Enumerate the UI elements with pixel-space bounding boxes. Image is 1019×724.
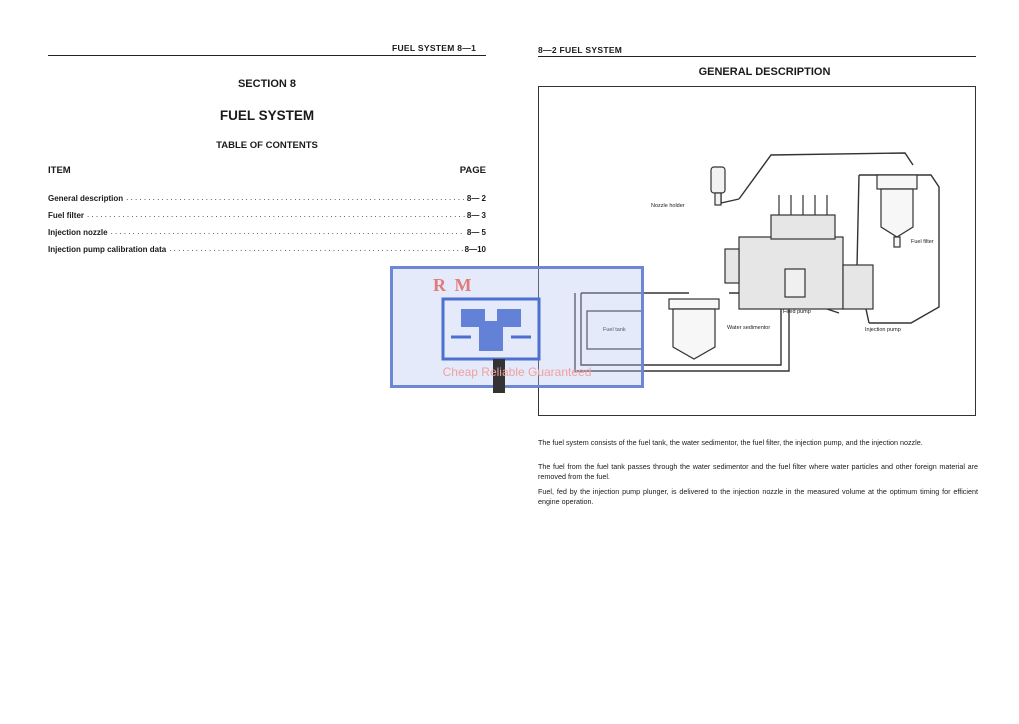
filter-loop-line	[859, 174, 940, 324]
description-paragraph-1: The fuel system consists of the fuel tan…	[538, 438, 923, 447]
toc-row-label: General description	[48, 194, 124, 203]
toc-row-label: Fuel filter	[48, 211, 85, 220]
wrench-logo-icon	[441, 297, 541, 361]
label-fuel-filter: Fuel filter	[911, 239, 934, 245]
label-fuel-tank: Fuel tank	[603, 327, 626, 333]
toc-row-page: 8—10	[464, 245, 486, 254]
fuel-system-diagram: Nozzle holder Fuel filter Feed pump Fuel…	[538, 86, 976, 416]
toc-row-page: 8— 3	[466, 211, 486, 220]
fuel-filter-part	[876, 174, 918, 248]
watermark-tagline: Cheap Reliable Guaranteed	[442, 365, 592, 379]
toc-row-injection-pump-calibration[interactable]: Injection pump calibration data ........…	[48, 242, 486, 254]
return-line-top	[738, 152, 914, 200]
toc-row-general-description[interactable]: General description ....................…	[48, 191, 486, 203]
feed-loop-outer	[580, 293, 782, 366]
toc-col-page: PAGE	[459, 165, 486, 176]
toc-row-label: Injection pump calibration data	[48, 245, 167, 254]
fuel-system-schematic	[574, 152, 940, 372]
label-feed-pump: Feed pump	[783, 309, 811, 315]
right-header-rule	[538, 56, 976, 57]
nozzle-holder-part	[710, 166, 726, 206]
toc-row-injection-nozzle[interactable]: Injection nozzle .......................…	[48, 225, 486, 237]
watermark-dark-bar	[493, 359, 505, 393]
toc-leader-dots: ........................................…	[110, 227, 465, 236]
toc-header: ITEM PAGE	[48, 165, 486, 176]
description-paragraph-3: Fuel, fed by the injection pump plunger,…	[538, 487, 978, 506]
label-injection-pump: Injection pump	[865, 327, 901, 333]
water-sedimentor-part	[668, 298, 720, 360]
left-running-header: FUEL SYSTEM 8—1	[392, 43, 477, 53]
toc-row-fuel-filter[interactable]: Fuel filter ............................…	[48, 208, 486, 220]
right-running-header: 8—2 FUEL SYSTEM	[538, 45, 623, 55]
toc-row-page: 8— 2	[466, 194, 486, 203]
toc-row-page: 8— 5	[466, 228, 486, 237]
right-page: 8—2 FUEL SYSTEM GENERAL DESCRIPTION	[510, 0, 1019, 724]
feed-pump-part	[784, 268, 806, 298]
left-header-rule	[48, 55, 486, 56]
toc-col-item: ITEM	[48, 165, 71, 176]
toc-leader-dots: ........................................…	[126, 193, 465, 202]
label-water-sedimentor: Water sedimentor	[727, 325, 771, 331]
label-nozzle-holder: Nozzle holder	[651, 203, 685, 209]
section-title: FUEL SYSTEM	[219, 108, 315, 123]
toc-title: TABLE OF CONTENTS	[216, 140, 318, 151]
general-description-heading: GENERAL DESCRIPTION	[698, 66, 831, 78]
watermark-overlay: R M Cheap Reliable Guaranteed	[390, 266, 644, 393]
left-page: FUEL SYSTEM 8—1 SECTION 8 FUEL SYSTEM TA…	[48, 43, 486, 254]
toc-leader-dots: ........................................…	[87, 210, 465, 219]
toc-row-label: Injection nozzle	[48, 228, 108, 237]
description-paragraph-2: The fuel from the fuel tank passes throu…	[538, 462, 978, 481]
section-label: SECTION 8	[237, 78, 297, 90]
watermark-logo-text: R M	[433, 275, 474, 295]
toc-leader-dots: ........................................…	[169, 244, 463, 253]
